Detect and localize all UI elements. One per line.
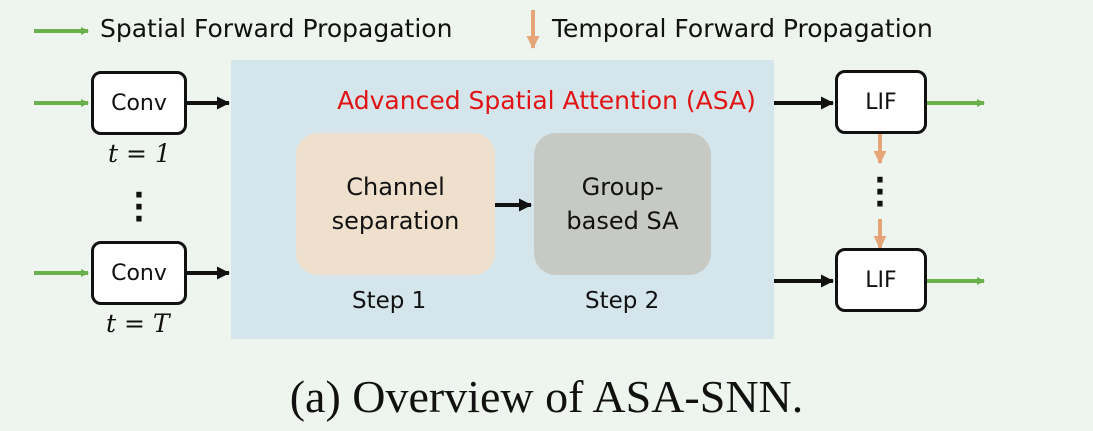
- step2-label: Step 2: [585, 288, 660, 314]
- lif-box-top: LIF: [835, 70, 927, 134]
- conv-box-bottom-label: Conv: [111, 260, 167, 286]
- step2-box: Group- based SA: [534, 133, 711, 275]
- conv-box-bottom: Conv: [91, 241, 187, 305]
- legend-spatial-label: Spatial Forward Propagation: [100, 14, 453, 43]
- vertical-dots-left: ···: [133, 178, 145, 237]
- lif-box-top-label: LIF: [865, 89, 897, 115]
- vertical-dots-right: ···: [874, 163, 886, 222]
- step2-text-line2: based SA: [566, 207, 679, 235]
- figure-caption: (a) Overview of ASA-SNN.: [289, 371, 804, 422]
- time-label-top: t = 1: [108, 139, 171, 168]
- step1-box: Channel separation: [296, 133, 495, 275]
- lif-box-bottom: LIF: [835, 248, 927, 312]
- step1-label: Step 1: [352, 288, 427, 314]
- conv-box-top: Conv: [91, 71, 187, 135]
- legend-temporal-label: Temporal Forward Propagation: [552, 14, 933, 43]
- step1-text-line1: Channel: [346, 173, 445, 201]
- lif-box-bottom-label: LIF: [865, 267, 897, 293]
- time-label-bottom: t = T: [106, 309, 170, 338]
- step1-text-line2: separation: [331, 207, 460, 235]
- asa-title: Advanced Spatial Attention (ASA): [337, 86, 756, 115]
- conv-box-top-label: Conv: [111, 90, 167, 116]
- step2-text-line1: Group-: [581, 173, 664, 201]
